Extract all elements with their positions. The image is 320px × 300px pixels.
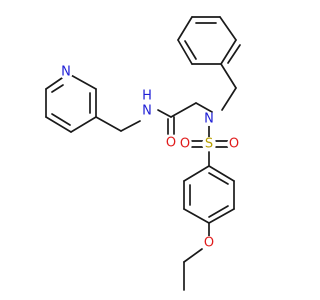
- bond-nsulf-benzyl-ch2: [221, 87, 237, 111]
- bond-pyr-c6-n: [45, 77, 63, 90]
- bond-ar-4-5: [183, 208, 210, 224]
- atom-o-sulfonyl-left: O: [180, 137, 190, 152]
- atom-label-halo: [59, 65, 73, 79]
- atom-n-sulfonamide: N: [204, 112, 214, 127]
- atom-label-halo: [140, 104, 154, 118]
- bond-ar-3-4-inner: [208, 205, 229, 218]
- atom-o-ether: O: [204, 236, 214, 251]
- bond-oether-ch2: [183, 248, 203, 263]
- bond-bz-1-2: [220, 39, 237, 65]
- atom-h-amide: H: [142, 89, 152, 104]
- atom-label-halo: [178, 137, 192, 151]
- bond-ar-6-1: [183, 165, 210, 182]
- atom-labels: N N H O N S O O O: [59, 65, 241, 251]
- bond-namide-carbonyl: [157, 109, 172, 118]
- bond-benzyl-ch2-ring: [220, 63, 237, 89]
- bond-bz-5-6: [177, 39, 193, 65]
- atom-label-halo: [164, 136, 178, 150]
- bond-bz-2-3: [219, 16, 237, 41]
- bond-carbonyl-ch2: [170, 102, 197, 118]
- bond-pyr-c4-c5-inner: [51, 113, 71, 126]
- bond-ch2-nsulf: [195, 102, 213, 113]
- atom-o-sulfonyl-right: O: [229, 137, 239, 152]
- bond-ar-1-2: [208, 165, 235, 182]
- bond-bz-5-6-inner: [184, 40, 197, 60]
- bond-pyr-c4-c5: [45, 116, 72, 133]
- atom-label-halo: [140, 89, 154, 103]
- bond-ar-1-2-inner: [208, 172, 229, 185]
- bond-ch2-namide: [120, 120, 141, 132]
- bond-pyr-c3-c4: [70, 116, 97, 133]
- bond-ar-3-4: [208, 208, 235, 224]
- atom-o-carbonyl: O: [166, 136, 176, 151]
- atom-n-pyridine: N: [61, 65, 71, 80]
- bond-pyr-ch2: [95, 116, 122, 132]
- atom-label-halo: [202, 236, 216, 250]
- atom-label-halo: [227, 137, 241, 151]
- bond-pyr-c6-n-inner: [51, 84, 64, 93]
- bond-bz-4-5: [177, 16, 193, 41]
- bonds: [45, 16, 241, 291]
- bond-bz-1-2-inner: [227, 44, 241, 64]
- atom-n-amide: N: [142, 104, 152, 119]
- atom-label-halo: [202, 112, 216, 126]
- bond-pyr-n-c2: [68, 73, 97, 90]
- molecule-structure: N N H O N S O O O: [45, 16, 241, 291]
- atom-s-sulfonyl: S: [205, 137, 213, 152]
- atom-label-halo: [202, 137, 216, 151]
